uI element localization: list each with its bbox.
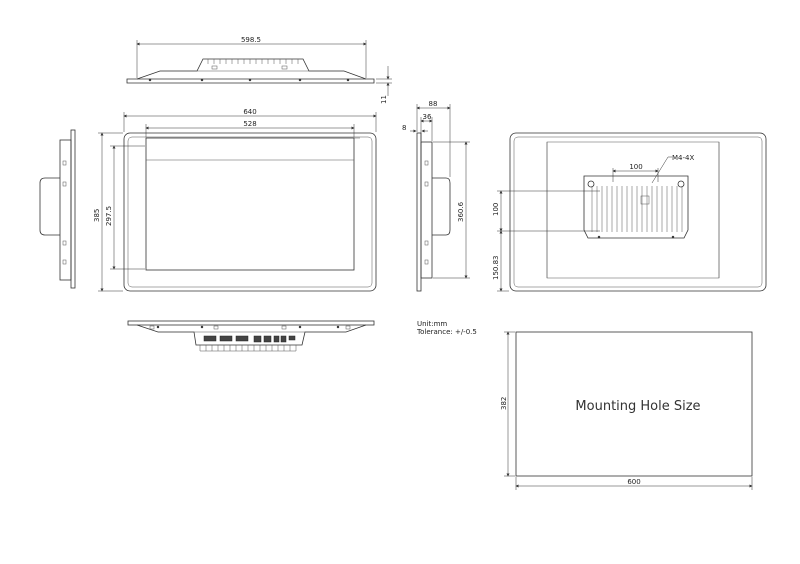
bottom-view [127,320,375,352]
top-heatsink-fins [207,59,299,64]
side-bezel-label: 8 [402,124,406,132]
cutout-height-label: 382 [500,397,508,410]
tolerance-note: Tolerance: +/-0.5 [416,328,477,336]
side-height-label: 360.6 [457,201,465,222]
left-side-view [39,129,76,289]
front-view: 640 528 385 297.5 [93,108,377,292]
rear-offset-label: 150.83 [492,256,500,281]
cutout-view: Mounting Hole Size 382 600 [500,331,753,490]
cutout-width-label: 600 [627,478,640,486]
unit-note: Unit:mm [417,320,447,328]
front-height-label: 385 [93,209,101,222]
rear-vesa-v-label: 100 [492,203,500,216]
side-depth-label: 88 [429,100,438,108]
front-inner-width-label: 528 [243,120,256,128]
right-side-view: 88 36 8 360.6 [402,100,470,292]
top-height-label: 11 [380,95,388,104]
notes: Unit:mm Tolerance: +/-0.5 [416,320,477,336]
io-ports [203,335,296,343]
bottom-heatsink-fins [199,345,297,352]
side-depth-inner-label: 36 [423,113,432,121]
rear-view: 100 M4-4X 100 150.83 [492,132,767,292]
front-inner-height-label: 297.5 [105,206,113,226]
front-width-label: 640 [243,108,256,116]
top-width-label: 598.5 [241,36,261,44]
rear-screw-label: M4-4X [672,154,694,162]
top-view: 598.5 11 [126,36,392,104]
rear-heatsink-fins [591,186,683,232]
cutout-title: Mounting Hole Size [575,399,700,414]
rear-vesa-label: 100 [629,163,642,171]
